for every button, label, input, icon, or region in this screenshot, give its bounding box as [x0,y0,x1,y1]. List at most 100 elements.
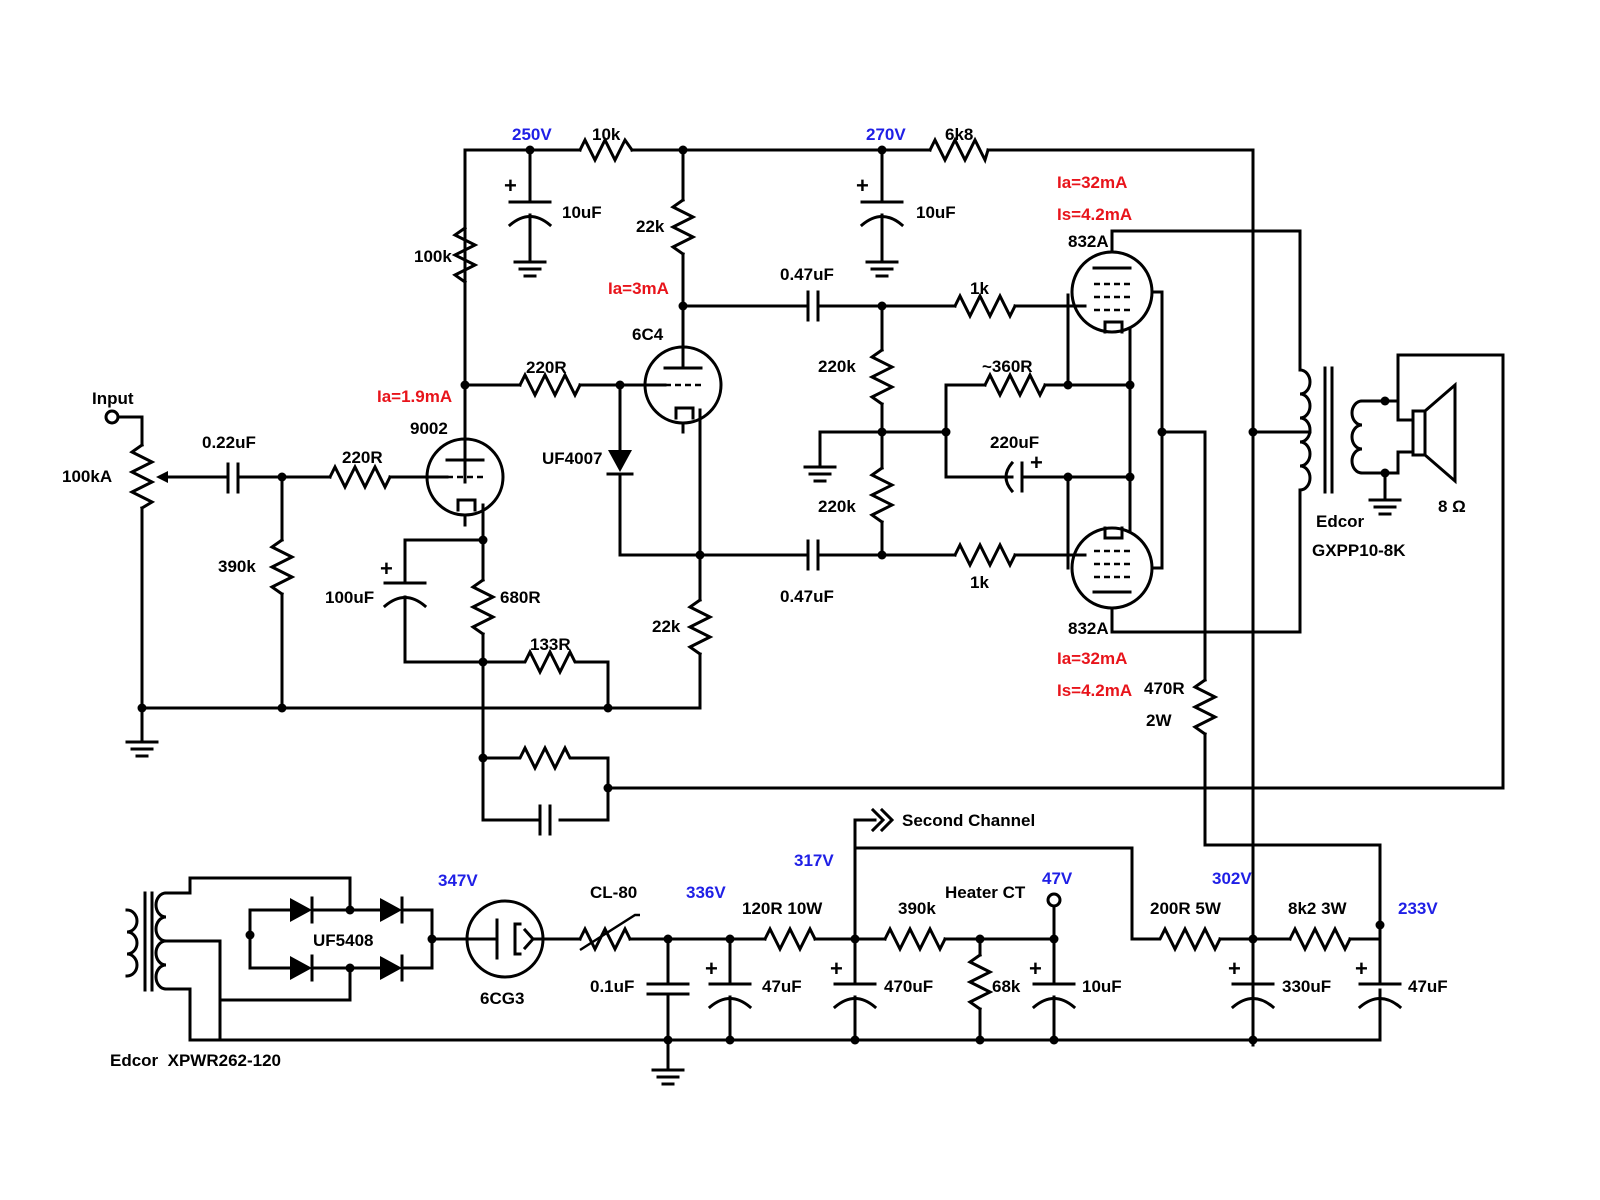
capacitor-47uf-a: + [705,937,753,1042]
label-r-grid1: 220R [342,448,383,467]
svg-text:+: + [1029,956,1042,981]
svg-text:+: + [1228,956,1241,981]
label-r-grid2: 220R [526,358,567,377]
component-labels: Input 100kA 0.22uF 220R 390k 9002 Ia=1.9… [62,125,1466,1070]
resistor-390k-heater [882,925,1056,953]
resistor-6k8 [927,136,990,165]
svg-text:+: + [504,173,517,198]
svg-text:+: + [856,173,869,198]
ground-symbol [513,260,547,278]
resistor-22k-cathode [686,553,714,710]
label-r-plate2: 22k [636,217,665,236]
label-c-ps5: 47uF [1408,977,1448,996]
heater-ct-terminal [1046,892,1062,941]
label-r-gridleak1: 390k [218,557,256,576]
label-ia1: Ia=1.9mA [377,387,452,406]
svg-text:+: + [830,956,843,981]
diode-uf4007 [606,383,702,557]
label-v2: 270V [866,125,906,144]
label-r-gl-bot: 220k [818,497,856,516]
resistor-220r-grid2 [463,371,648,399]
resistor-68k [966,937,994,1042]
tube-832a-bottom [1070,430,1302,634]
label-thermistor: CL-80 [590,883,637,902]
tube-6c4 [643,345,723,557]
label-r-bias: ~360R [982,357,1033,376]
label-c-coup-top: 0.47uF [780,265,834,284]
label-is-bot: Is=4.2mA [1057,681,1132,700]
junction-dots [137,145,1390,1045]
capacitor-47uf-b: + [1355,923,1403,1042]
label-r-drop: 470R [1144,679,1185,698]
bias-network: + [944,293,1132,570]
capacitor-0.1uf [646,937,690,1086]
label-c-in: 0.22uF [202,433,256,452]
grid-ground [803,430,948,483]
label-c-dec2: 10uF [916,203,956,222]
label-speaker: 8 Ω [1438,497,1466,516]
label-r-ps3: 8k2 3W [1288,899,1348,918]
label-c-coup-bot: 0.47uF [780,587,834,606]
svg-text:+: + [705,956,718,981]
speaker-icon [1396,381,1457,485]
label-ia-bot: Ia=32mA [1057,649,1127,668]
label-v-336: 336V [686,883,726,902]
label-c-ps3: 470uF [884,977,933,996]
svg-text:+: + [1355,956,1368,981]
label-c-ps4: 330uF [1282,977,1331,996]
svg-text:+: + [1030,450,1043,475]
label-is-top: Is=4.2mA [1057,205,1132,224]
label-v-302: 302V [1212,869,1252,888]
label-r-gs-top: 1k [970,279,989,298]
label-r-cath2: 22k [652,617,681,636]
label-r-heater2: 68k [992,977,1021,996]
label-r-dec1: 10k [592,125,621,144]
resistor-220r-grid1 [327,463,427,491]
label-r-gs-bot: 1k [970,573,989,592]
label-ptx: Edcor XPWR262-120 [110,1051,281,1070]
label-opt-model: GXPP10-8K [1312,541,1406,560]
capacitor-0.47uf-top [681,290,957,322]
label-opt-brand: Edcor [1316,512,1365,531]
label-v-47: 47V [1042,869,1073,888]
label-c-bypass1: 100uF [325,588,374,607]
resistor-1k-top [952,292,1087,320]
label-r-fb: 133R [530,635,571,654]
ground-bus [125,658,702,758]
thermistor-cl80 [577,913,767,953]
resistor-1k-bottom [952,541,1087,569]
label-c-ps1: 0.1uF [590,977,634,996]
label-r-heater1: 390k [898,899,936,918]
label-ia2: Ia=3mA [608,279,669,298]
resistor-10k [577,136,635,164]
resistor-220k-bottom [868,430,896,557]
capacitor-330uf: + [1228,937,1276,1042]
label-r-plate1: 100k [414,247,452,266]
output-transformer [1251,366,1402,516]
label-r-dec2: 6k8 [945,125,973,144]
tube-9002 [423,437,505,542]
label-c-dec1: 10uF [562,203,602,222]
resistor-133r [481,648,610,710]
resistor-470r [1191,430,1382,927]
cathode-network-1: + [380,538,497,822]
label-c-heater: 10uF [1082,977,1122,996]
tube-6cg3 [460,899,582,979]
label-c-ps2: 47uF [762,977,802,996]
input-terminal [104,409,144,447]
resistor-200r-5w [1130,925,1292,953]
label-input: Input [92,389,134,408]
label-tube-out-bot: 832A [1068,619,1109,638]
label-diode: UF4007 [542,449,602,468]
resistor-22k-plate [669,148,697,352]
tube-832a-top [1070,229,1302,434]
label-v-317: 317V [794,851,834,870]
ground-symbol [865,260,899,278]
label-v-233: 233V [1398,899,1438,918]
capacitor-10uf-a: + [504,148,553,278]
label-tube2: 6C4 [632,325,664,344]
capacitor-470uf: + [830,807,1134,1042]
capacitor-10uf-b: + [856,148,905,278]
label-r-gl-top: 220k [818,357,856,376]
